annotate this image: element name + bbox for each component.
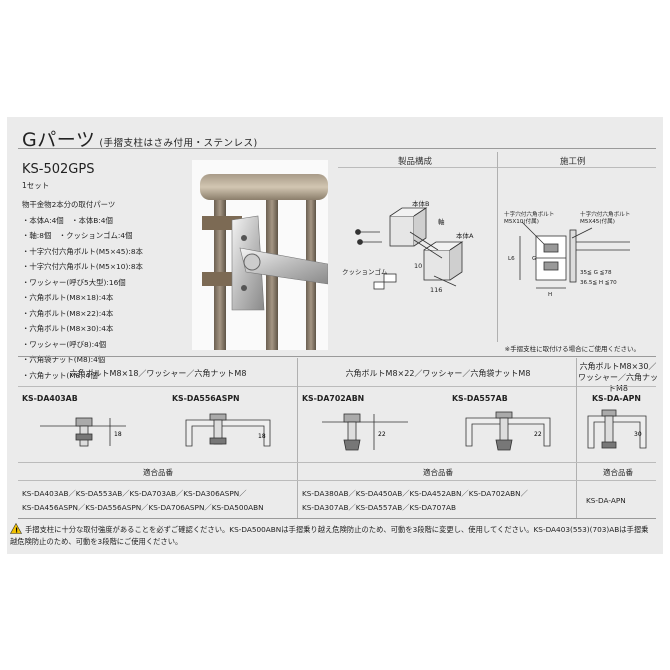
compat-list-1: KS-DA403AB／KS-DA553AB／KS-DA703AB／KS-DA30…: [22, 487, 264, 515]
compat-list-2: KS-DA380AB／KS-DA450AB／KS-DA452ABN／KS-DA7…: [302, 487, 528, 515]
bolt-diagram-4: 22: [465, 411, 551, 451]
compat-list-3: KS-DA-APN: [586, 494, 626, 508]
code-da-apn: KS-DA-APN: [592, 394, 641, 403]
set-quantity: 1セット: [22, 181, 50, 190]
install-note: ※手摺支柱に取付ける場合にご使用ください。: [504, 345, 640, 353]
col-divider: [497, 152, 498, 342]
section-header-underline: [18, 386, 656, 387]
label-shaft: 軸: [438, 217, 445, 226]
spec-line: ・ワッシャー(呼び8):4個: [22, 339, 107, 349]
compat-header-underline: [18, 480, 656, 481]
spec-line: ・六角ナット(M8):4個: [22, 370, 98, 380]
spec-line: ・軸:8個 ・クッションゴム:4個: [22, 231, 133, 240]
dim-18-b: 18: [258, 433, 266, 440]
spec-line: ・ワッシャー(呼び5大型):16個: [22, 277, 126, 287]
code-da702abn: KS-DA702ABN: [302, 394, 365, 403]
page-title: Gパーツ(手摺支柱はさみ付用・ステンレス): [22, 129, 258, 151]
warning-line-2: 越危険防止のため、可動を3段階にご使用ください。: [10, 537, 183, 546]
model-number: KS-502GPS: [22, 162, 95, 177]
compat-line: KS-DA403AB／KS-DA553AB／KS-DA703AB／KS-DA30…: [22, 489, 247, 498]
section-title-3: 六角ボルトM8×30／ワッシャー／六角ナットM8: [578, 362, 658, 393]
bolt-diagram-5: 30: [587, 409, 647, 449]
svg-text:!: !: [15, 527, 18, 535]
section-divider-2: [576, 358, 577, 518]
bolt-diagram-3: 22: [322, 413, 408, 451]
compat-line: KS-DA-APN: [586, 496, 626, 505]
dim-22-b: 22: [534, 431, 542, 438]
dim-18-a: 18: [114, 431, 122, 438]
compat-divider: [18, 462, 656, 463]
content-panel: [7, 117, 663, 554]
bolt-m5x45-label: 十字穴付六角ボルト: [580, 210, 630, 218]
product-structure-heading: 製品構成: [398, 157, 433, 167]
dim-22-a: 22: [378, 431, 386, 438]
bolt-m5x10-label: 十字穴付六角ボルト: [504, 210, 554, 218]
dim-l6: L6: [508, 256, 515, 262]
warning-line-1: 手摺支柱に十分な取付強度があることを必ずご確認ください。KS-DA500ABNは…: [25, 525, 649, 534]
code-da556aspn: KS-DA556ASPN: [172, 394, 240, 403]
spec-line: ・六角ボルト(M8×30):4本: [22, 324, 114, 333]
section-title-1: 六角ボルトM8×18／ワッシャー／六角ナットM8: [69, 369, 247, 378]
warning-text: ! 手摺支柱に十分な取付強度があることを必ずご確認ください。KS-DA500ABN…: [10, 523, 660, 548]
section-divider-1: [297, 358, 298, 518]
compat-header-1: 適合品番: [143, 468, 173, 477]
bolt-diagram-1: 18: [40, 417, 126, 447]
warning-icon: !: [10, 523, 22, 534]
spec-line: 物干金物2本分の取付パーツ: [22, 200, 116, 209]
page-subtitle: (手摺支柱はさみ付用・ステンレス): [99, 138, 258, 149]
dim-116: 116: [430, 286, 442, 294]
spec-line: ・十字穴付六角ボルト(M5×45):8本: [22, 246, 143, 256]
dim-g: G: [532, 256, 536, 262]
compat-line: KS-DA307AB／KS-DA557AB／KS-DA707AB: [302, 503, 456, 512]
product-photo: [192, 160, 328, 350]
spec-line: ・六角ボルト(M8×18):4本: [22, 293, 114, 302]
product-structure-diagram: 本体B 軸 本体A クッションゴム 10 116: [342, 199, 474, 294]
title-divider: [18, 148, 656, 149]
section-title-2: 六角ボルトM8×22／ワッシャー／六角袋ナットM8: [345, 369, 531, 378]
section-divider-top: [18, 356, 656, 357]
label-body-b: 本体B: [412, 199, 429, 208]
spec-line: ・十字穴付六角ボルト(M5×10):8本: [22, 262, 143, 271]
bolt-m5x45-sub: M5X45(付属): [580, 217, 615, 225]
dim-30: 30: [634, 431, 642, 438]
install-example-diagram: 十字穴付六角ボルト M5X10(付属) 十字穴付六角ボルト M5X45(付属) …: [504, 210, 630, 298]
range-g: 35≦ G ≦78: [580, 270, 612, 276]
bolt-diagram-2: 18: [185, 413, 271, 447]
spec-line: ・六角袋ナット(M8):4個: [22, 355, 106, 364]
range-h: 36.5≦ H ≦70: [580, 280, 617, 286]
spec-line: ・本体A:4個 ・本体B:4個: [22, 215, 113, 225]
compat-header-2: 適合品番: [423, 468, 453, 477]
label-cushion: クッションゴム: [342, 267, 388, 276]
code-da557ab: KS-DA557AB: [452, 394, 508, 403]
compat-line: KS-DA380AB／KS-DA450AB／KS-DA452ABN／KS-DA7…: [302, 489, 528, 498]
spec-list: 物干金物2本分の取付パーツ ・本体A:4個 ・本体B:4個 ・軸:8個 ・クッシ…: [22, 197, 172, 383]
dim-h: H: [548, 292, 552, 298]
spec-line: ・六角ボルト(M8×22):4本: [22, 308, 114, 318]
warning-divider: [18, 518, 656, 519]
install-example-heading: 施工例: [560, 157, 586, 167]
compat-header-3: 適合品番: [603, 468, 633, 477]
code-da403ab: KS-DA403AB: [22, 394, 78, 403]
compat-line: KS-DA456ASPN／KS-DA556ASPN／KS-DA706ASPN／K…: [22, 503, 264, 512]
label-body-a: 本体A: [456, 231, 474, 240]
bolt-m5x10-sub: M5X10(付属): [504, 217, 539, 225]
dim-10: 10: [414, 262, 422, 270]
